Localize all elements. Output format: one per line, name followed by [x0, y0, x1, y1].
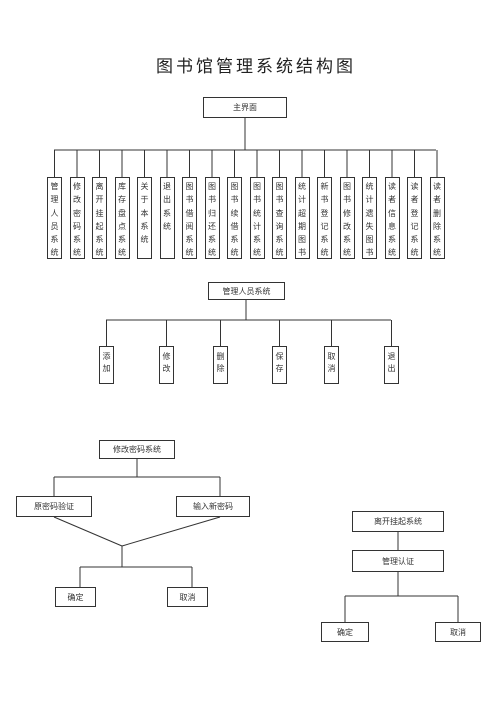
new-password-input-box: 输入新密码 — [176, 496, 250, 517]
manager-child-box: 保存 — [272, 346, 287, 384]
leave-system-box: 离开挂起系统 — [352, 511, 444, 532]
subsystem-box: 图书修改系统 — [339, 177, 355, 259]
subsystem-box: 图书借阅系统 — [182, 177, 197, 259]
subsystem-box: 关于本系统 — [137, 177, 152, 259]
subsystem-box: 退出系统 — [159, 177, 175, 259]
subsystem-box: 读者信息系统 — [384, 177, 400, 259]
leave-cancel-box: 取消 — [435, 622, 481, 642]
subsystem-box: 新书登记系统 — [317, 177, 332, 259]
manager-child-box: 删除 — [213, 346, 228, 384]
subsystem-box: 修改密码系统 — [69, 177, 85, 259]
manager-system-box: 管理人员系统 — [208, 282, 285, 300]
subsystem-box: 图书续借系统 — [227, 177, 242, 259]
password-cancel-box: 取消 — [167, 587, 208, 607]
subsystem-box: 图书归还系统 — [204, 177, 220, 259]
old-password-verify-box: 原密码验证 — [16, 496, 92, 517]
manager-child-box: 添加 — [99, 346, 114, 384]
leave-confirm-box: 确定 — [321, 622, 369, 642]
subsystem-box: 管理人员系统 — [47, 177, 62, 259]
manager-child-box: 修改 — [159, 346, 174, 384]
main-interface-box: 主界面 — [203, 97, 287, 118]
subsystem-box: 库存盘点系统 — [114, 177, 130, 259]
password-confirm-box: 确定 — [55, 587, 96, 607]
subsystem-box: 图书统计系统 — [249, 177, 265, 259]
subsystem-box: 离开挂起系统 — [92, 177, 107, 259]
password-system-box: 修改密码系统 — [99, 440, 175, 459]
subsystem-box: 读者登记系统 — [407, 177, 422, 259]
subsystem-box: 图书查询系统 — [272, 177, 287, 259]
admin-auth-box: 管理认证 — [352, 550, 444, 572]
subsystem-box: 统计遗失图书 — [362, 177, 377, 259]
manager-child-box: 退出 — [384, 346, 399, 384]
manager-child-box: 取消 — [324, 346, 339, 384]
page-title: 图书馆管理系统结构图 — [156, 57, 356, 77]
subsystem-box: 统计超期图书 — [294, 177, 310, 259]
subsystem-box: 读者删除系统 — [429, 177, 445, 259]
